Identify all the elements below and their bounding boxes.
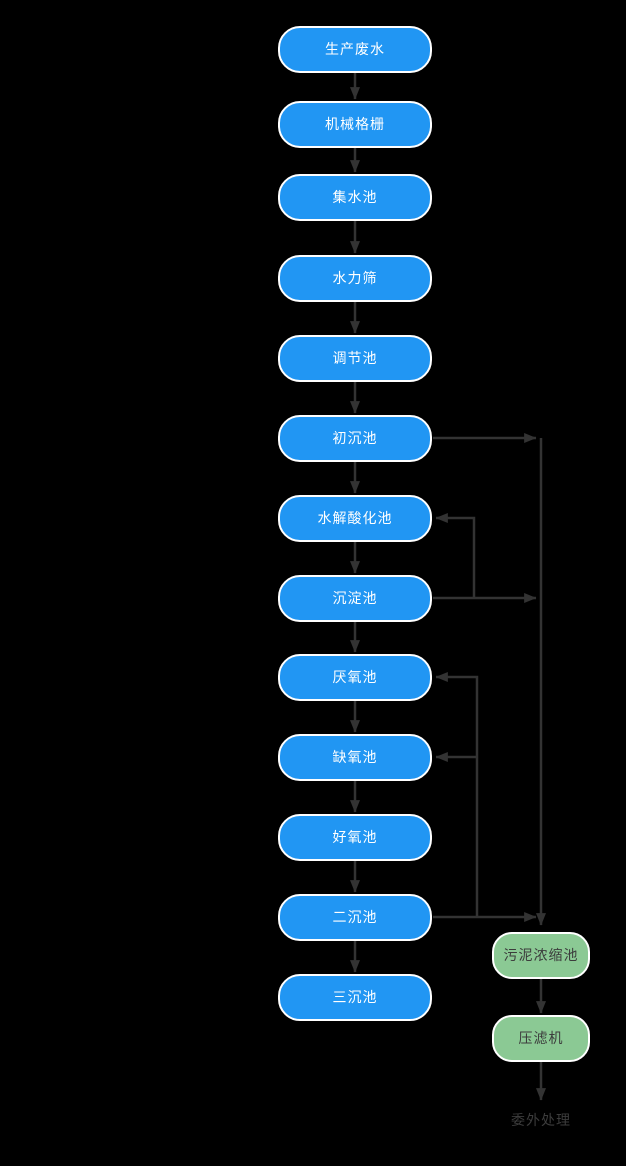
flow-node-sedimentation-tank: 沉淀池 bbox=[278, 574, 432, 622]
flow-node-label-anoxic-tank: 缺氧池 bbox=[332, 749, 378, 765]
flow-node-label-mechanical-screen: 机械格栅 bbox=[325, 116, 385, 132]
flow-node-label-outsourced-disposal: 委外处理 bbox=[511, 1112, 571, 1128]
flow-node-label-secondary-sedimentation: 二沉池 bbox=[332, 909, 378, 925]
flow-node-secondary-sedimentation: 二沉池 bbox=[278, 893, 432, 941]
edge-secondary-sedimentation-reflux-to-anaerobic-tank bbox=[435, 672, 479, 917]
flow-node-label-sludge-thickening-tank: 污泥浓缩池 bbox=[503, 947, 579, 963]
flow-node-label-sedimentation-tank: 沉淀池 bbox=[332, 590, 378, 606]
flow-node-collecting-tank: 集水池 bbox=[278, 173, 432, 221]
flow-node-label-regulating-tank: 调节池 bbox=[332, 350, 378, 366]
flow-node-hydrolysis-acidification: 水解酸化池 bbox=[278, 494, 432, 542]
flow-node-label-anaerobic-tank: 厌氧池 bbox=[332, 669, 378, 685]
flow-node-anaerobic-tank: 厌氧池 bbox=[278, 653, 432, 701]
flow-node-aerobic-tank: 好氧池 bbox=[278, 813, 432, 861]
flow-node-production-wastewater: 生产废水 bbox=[278, 25, 432, 73]
flow-node-regulating-tank: 调节池 bbox=[278, 334, 432, 382]
flow-node-outsourced-disposal: 委外处理 bbox=[496, 1097, 586, 1144]
flow-node-label-filter-press: 压滤机 bbox=[518, 1030, 564, 1046]
flow-node-sludge-thickening-tank: 污泥浓缩池 bbox=[492, 931, 590, 979]
flow-node-label-production-wastewater: 生产废水 bbox=[325, 41, 385, 57]
edge-sedimentation-tank-reflux-to-hydrolysis-acidification bbox=[435, 513, 476, 598]
flow-node-label-hydrolysis-acidification: 水解酸化池 bbox=[317, 510, 393, 526]
flow-node-label-tertiary-sedimentation: 三沉池 bbox=[332, 989, 378, 1005]
flow-node-hydraulic-sieve: 水力筛 bbox=[278, 254, 432, 302]
flow-node-anoxic-tank: 缺氧池 bbox=[278, 733, 432, 781]
flow-node-label-aerobic-tank: 好氧池 bbox=[332, 829, 378, 845]
flow-node-primary-sedimentation: 初沉池 bbox=[278, 414, 432, 462]
flow-node-filter-press: 压滤机 bbox=[492, 1014, 590, 1062]
flow-node-label-hydraulic-sieve: 水力筛 bbox=[332, 270, 378, 286]
flow-node-mechanical-screen: 机械格栅 bbox=[278, 100, 432, 148]
flow-node-label-collecting-tank: 集水池 bbox=[332, 189, 378, 205]
flow-node-tertiary-sedimentation: 三沉池 bbox=[278, 973, 432, 1021]
flow-node-label-primary-sedimentation: 初沉池 bbox=[332, 430, 378, 446]
